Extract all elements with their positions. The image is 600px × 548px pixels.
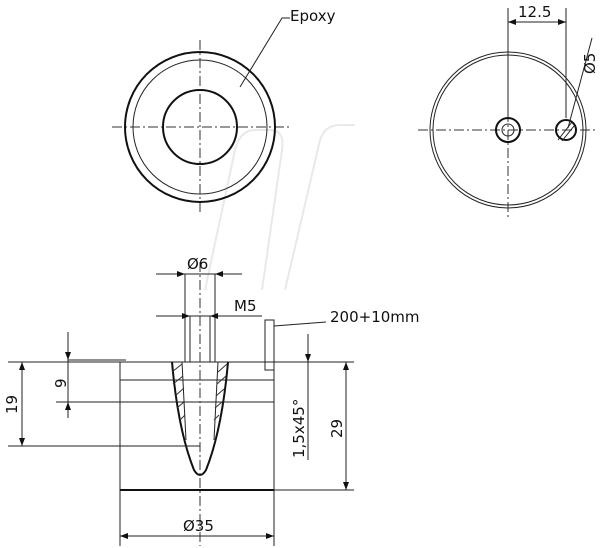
height-29-dimension: 29	[328, 419, 346, 438]
chamfer-dimension: 1,5x45°	[290, 399, 308, 458]
cable-length-label: 200+10mm	[330, 308, 420, 326]
watermark-logo	[204, 124, 355, 291]
inner-core	[162, 89, 238, 165]
offset-dimension: 12.5	[518, 3, 551, 21]
diameter-dimension: Ø35	[183, 517, 214, 535]
back-view: 12.5 Ø5	[418, 3, 599, 220]
depth-9-dimension: 9	[52, 378, 70, 388]
section-hatching	[171, 363, 228, 421]
thread-dimension: M5	[234, 297, 257, 315]
height-19-dimension: 19	[3, 395, 21, 414]
bore-dimension: Ø6	[187, 255, 208, 273]
front-view: Epoxy	[112, 7, 336, 212]
epoxy-leader	[239, 17, 290, 88]
outer-ring	[124, 51, 276, 203]
epoxy-label: Epoxy	[290, 7, 336, 25]
epoxy-ring	[132, 59, 268, 195]
section-view: Ø6 M5 200+10mm 19 9 1,5x45° 29	[3, 255, 420, 546]
cable	[264, 319, 275, 371]
center-hole-inner	[501, 123, 515, 137]
small-hole-dimension: Ø5	[581, 53, 599, 74]
cable-hole	[555, 119, 577, 141]
